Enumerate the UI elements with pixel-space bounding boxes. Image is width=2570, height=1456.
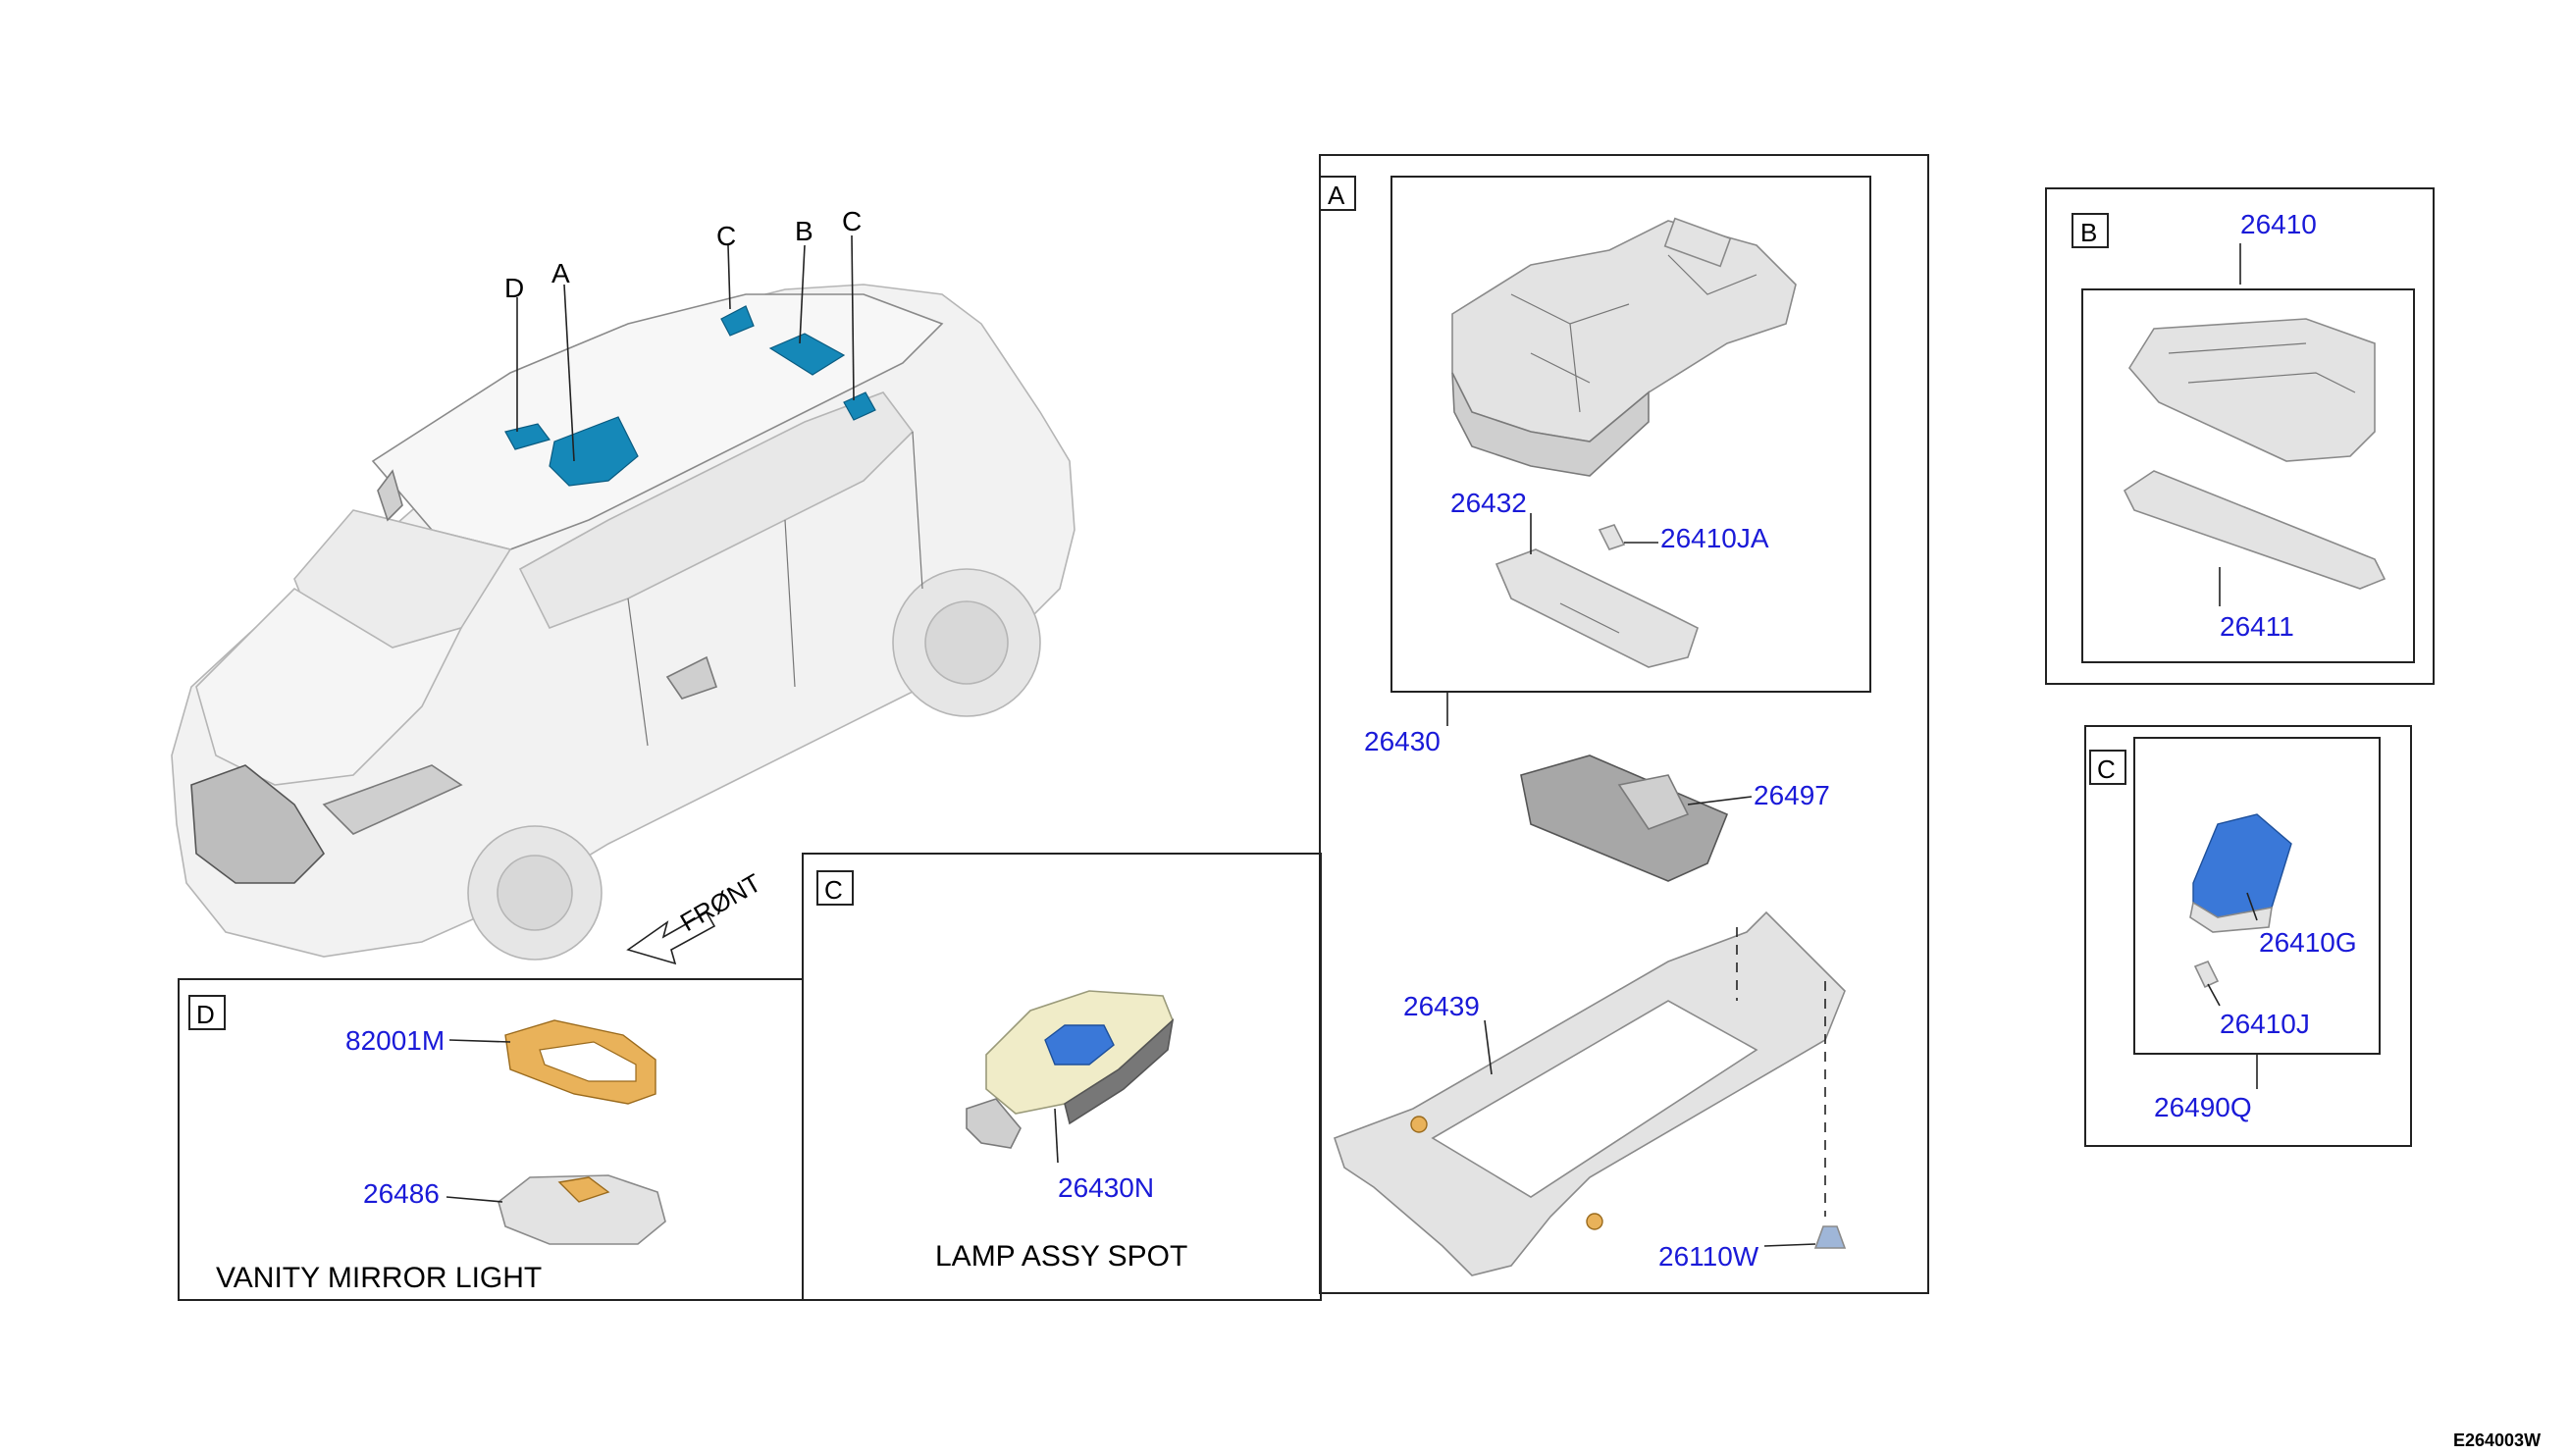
- panel-b: B 26410 26411: [2045, 187, 2435, 685]
- part-26430n: 26430N: [1058, 1172, 1154, 1203]
- spot-lamp-bulb: [2193, 960, 2220, 989]
- map-lamp-housing: [1451, 217, 1797, 477]
- room-lamp-body: [2128, 318, 2376, 462]
- room-lamp-highlight: [768, 333, 846, 376]
- caption-vanity-mirror-light: VANITY MIRROR LIGHT: [216, 1262, 542, 1294]
- location-letter-c-rear: C: [842, 206, 862, 236]
- front-label: FRØNT: [675, 867, 766, 937]
- part-26411: 26411: [2220, 611, 2294, 642]
- frame-clip: [1813, 1225, 1847, 1249]
- part-26486: 26486: [363, 1178, 440, 1209]
- map-lamp-lens: [1495, 548, 1699, 668]
- part-26439: 26439: [1403, 991, 1480, 1021]
- spot-lamp-front-highlight: [720, 305, 755, 337]
- map-lamp-highlight: [549, 416, 639, 487]
- panel-d: D 82001M 26486 VANITY MIRROR LIGHT: [178, 978, 804, 1301]
- part-26410j: 26410J: [2220, 1009, 2310, 1039]
- panel-c-right-letter: C: [2097, 754, 2116, 784]
- location-letter-a: A: [551, 258, 570, 288]
- part-26110w: 26110W: [1658, 1241, 1759, 1272]
- part-26410ja: 26410JA: [1660, 523, 1769, 553]
- panel-c-right: C 26410G 26410J 26490Q: [2084, 725, 2412, 1147]
- front-arrow-icon: [626, 910, 716, 965]
- lamp-mounting-frame: [1333, 910, 1846, 1276]
- panel-a: A 26432 26410JA 26430 26497: [1319, 154, 1929, 1294]
- room-lamp-lens: [2123, 470, 2386, 590]
- panel-a-letter: A: [1328, 181, 1345, 210]
- spot-lamp-rear-highlight: [843, 391, 876, 421]
- part-26430: 26430: [1364, 726, 1441, 756]
- panel-c-center-letter: C: [824, 875, 843, 905]
- part-26410: 26410: [2240, 209, 2317, 239]
- spot-lamp-body: [2192, 813, 2292, 918]
- part-26410g: 26410G: [2259, 927, 2357, 958]
- part-26490q: 26490Q: [2154, 1092, 2252, 1122]
- location-letter-b: B: [795, 216, 813, 246]
- lamp-bracket: [1520, 754, 1729, 882]
- part-26432: 26432: [1450, 488, 1527, 518]
- location-letter-c-front: C: [716, 221, 736, 251]
- caption-lamp-assy-spot: LAMP ASSY SPOT: [935, 1240, 1187, 1273]
- panel-b-letter: B: [2080, 218, 2097, 247]
- figure-code: E264003W: [2453, 1430, 2541, 1450]
- map-lamp-bulb: [1598, 524, 1626, 550]
- part-26497: 26497: [1754, 780, 1830, 810]
- vehicle-illustration: D A C B C FRØNT: [171, 206, 1075, 965]
- vanity-lamp: [498, 1174, 666, 1245]
- part-82001m: 82001M: [345, 1025, 445, 1056]
- location-letter-d: D: [504, 273, 524, 303]
- panel-d-letter: D: [196, 1000, 215, 1029]
- spot-lamp-lens: [1044, 1024, 1115, 1066]
- panel-c-center: C 26430N LAMP ASSY SPOT: [802, 853, 1322, 1301]
